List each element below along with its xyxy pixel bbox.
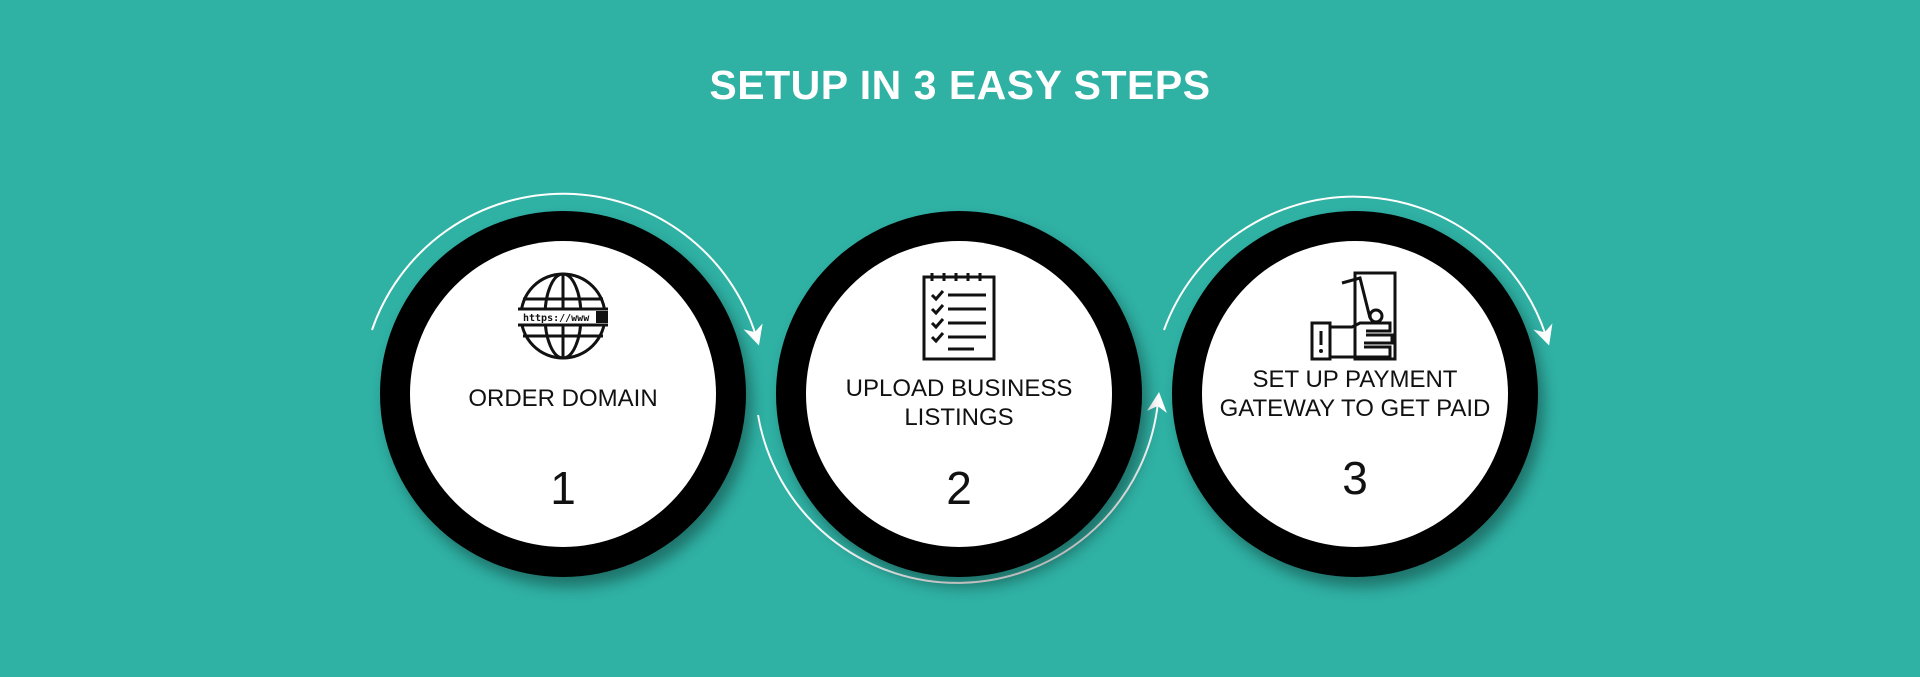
arc-arrow-1	[371, 192, 763, 346]
svg-text:https://www: https://www	[523, 313, 590, 324]
step-number: 1	[550, 462, 576, 514]
step-number: 3	[1342, 452, 1368, 504]
checklist-icon	[922, 273, 996, 361]
page-title: SETUP IN 3 EASY STEPS	[709, 62, 1211, 108]
step-3: SET UP PAYMENT GATEWAY TO GET PAID 3	[1172, 211, 1538, 577]
step-number: 2	[946, 462, 972, 514]
step-2: UPLOAD BUSINESS LISTINGS 2	[776, 211, 1142, 577]
arc-arrow-3	[1163, 195, 1553, 346]
arc-arrow-2	[757, 392, 1167, 584]
step-label: SET UP PAYMENT GATEWAY TO GET PAID	[1219, 366, 1491, 422]
hand-money-icon	[1310, 271, 1397, 361]
step-label: ORDER DOMAIN	[468, 385, 658, 412]
step-1: https://www ORDER DOMAIN 1	[380, 211, 746, 577]
step-label: UPLOAD BUSINESS LISTINGS	[845, 375, 1073, 431]
globe-www-icon: https://www	[518, 272, 608, 360]
